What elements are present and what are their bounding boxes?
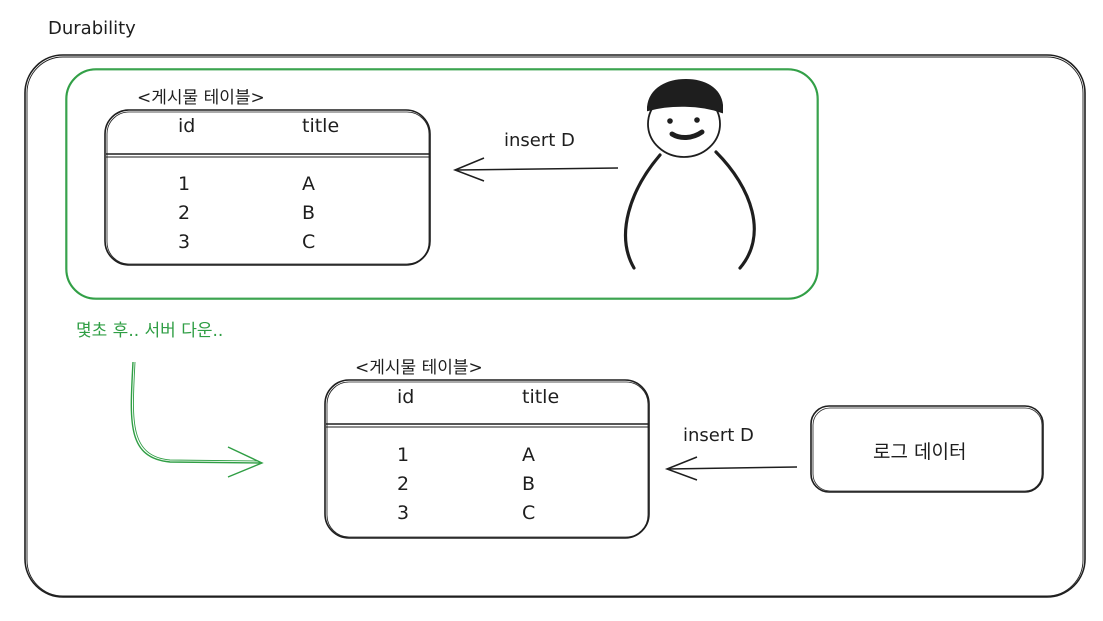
person-icon bbox=[624, 78, 756, 270]
bottom-table-row-1-title: A bbox=[522, 444, 535, 466]
transition-arrow bbox=[130, 361, 261, 464]
top-table-col-title: title bbox=[302, 115, 340, 137]
log-data-box bbox=[810, 405, 1044, 493]
bottom-table-col-title: title bbox=[522, 386, 560, 408]
top-table-row-2-title: B bbox=[302, 202, 316, 224]
bottom-table-row-3-id: 3 bbox=[397, 502, 410, 524]
bottom-table-row-1-id: 1 bbox=[397, 444, 410, 466]
bottom-table-col-id: id bbox=[397, 386, 415, 408]
bottom-arrow-label: insert D bbox=[683, 425, 754, 446]
top-insert-arrow bbox=[456, 167, 619, 171]
bottom-table-row-3-title: C bbox=[522, 502, 536, 524]
bottom-table-box-sketch bbox=[326, 381, 649, 538]
bottom-table-row-2-id: 2 bbox=[397, 473, 410, 495]
top-arrow-label: insert D bbox=[504, 130, 575, 151]
bottom-table-box bbox=[324, 379, 650, 539]
transition-arrow-head bbox=[227, 446, 264, 478]
bottom-insert-arrow bbox=[667, 466, 798, 470]
green-scene-box bbox=[65, 68, 819, 300]
log-data-label: 로그 데이터 bbox=[873, 441, 967, 463]
top-table-col-id: id bbox=[178, 115, 196, 137]
bottom-table-row-2-title: B bbox=[522, 473, 536, 495]
log-data-box-sketch bbox=[812, 407, 1043, 492]
diagram-title: Durability bbox=[48, 18, 136, 39]
top-table-box-sketch bbox=[106, 111, 430, 265]
top-table-caption: <게시물 테이블> bbox=[137, 88, 265, 108]
transition-arrow-sketch bbox=[132, 361, 259, 462]
top-table-box bbox=[104, 109, 431, 266]
top-table-row-1-title: A bbox=[302, 173, 315, 195]
top-insert-arrow-head bbox=[452, 157, 485, 182]
green-scene-box-sketch bbox=[66, 69, 818, 299]
top-table-row-3-title: C bbox=[302, 231, 316, 253]
transition-label: 몇초 후.. 서버 다운.. bbox=[76, 321, 224, 341]
outer-container-sketch bbox=[26, 56, 1084, 597]
top-table-row-3-id: 3 bbox=[178, 231, 191, 253]
top-table-row-1-id: 1 bbox=[178, 173, 191, 195]
outer-container bbox=[24, 54, 1086, 598]
bottom-insert-arrow-head bbox=[664, 456, 698, 481]
top-table-row-2-id: 2 bbox=[178, 202, 191, 224]
bottom-table-caption: <게시물 테이블> bbox=[355, 358, 483, 378]
